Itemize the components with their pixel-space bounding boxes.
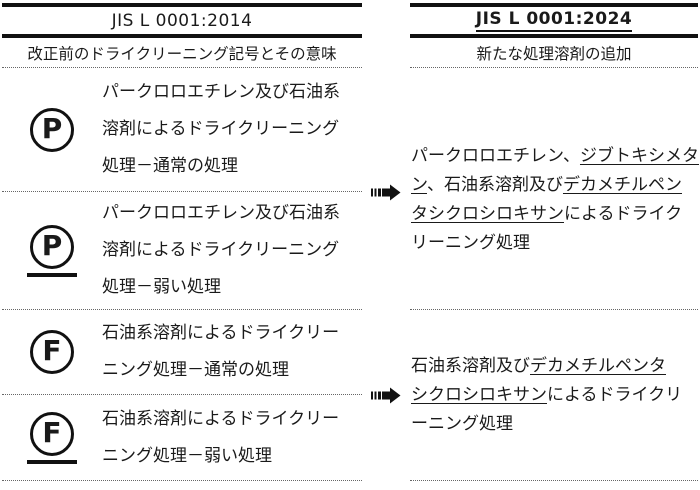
section-p-solvents: パークロロエチレン、ジブトキシメタン、石油系溶剤及びデカメチルペンタシクロシロキ… [410, 68, 699, 310]
left-column-header: JIS L 0001:2014 [2, 3, 362, 38]
care-symbol-f-mild: F [2, 411, 102, 464]
circle-f-icon: F [30, 411, 74, 456]
right-column-subtitle: 新たな処理溶剤の追加 [410, 38, 698, 68]
row-p-mild: P パークロロエチレン及び石油系溶剤によるドライクリーニング処理－弱い処理 [2, 192, 362, 310]
left-column-title: JIS L 0001:2014 [111, 10, 253, 31]
right-column-header: JIS L 0001:2024 [410, 3, 698, 38]
transition-gutter [362, 3, 410, 481]
circle-p-icon: P [30, 224, 74, 269]
symbol-letter: F [42, 334, 62, 367]
circle-p-icon: P [30, 107, 74, 152]
circle-f-icon: F [30, 330, 74, 374]
striped-right-arrow-icon [371, 184, 401, 201]
symbol-description: 石油系溶剤によるドライクリーニング処理－弱い処理 [102, 408, 340, 466]
row-f-normal: F 石油系溶剤によるドライクリーニング処理－通常の処理 [2, 310, 362, 395]
left-column-subtitle: 改正前のドライクリーニング記号とその意味 [2, 38, 362, 68]
section-f-solvents: 石油系溶剤及びデカメチルペンタシクロシロキサンによるドライクリーニング処理 [410, 310, 698, 481]
right-column-title: JIS L 0001:2024 [475, 9, 633, 32]
care-symbol-f-normal: F [2, 330, 102, 374]
new-solvent-description: 石油系溶剤及びデカメチルペンタシクロシロキサンによるドライクリーニング処理 [411, 355, 683, 434]
care-symbol-p-mild: P [2, 224, 102, 277]
symbol-description: 石油系溶剤によるドライクリーニング処理－通常の処理 [102, 323, 340, 380]
symbol-letter: P [41, 111, 63, 145]
mild-process-underline [27, 272, 77, 277]
row-p-normal: P パークロロエチレン及び石油系溶剤によるドライクリーニング処理－通常の処理 [2, 68, 362, 192]
mild-process-underline [27, 459, 77, 464]
symbol-description: パークロロエチレン及び石油系溶剤によるドライクリーニング処理－弱い処理 [102, 203, 340, 297]
striped-right-arrow-icon [371, 387, 401, 404]
care-symbol-p-normal: P [2, 107, 102, 152]
left-column-2014: JIS L 0001:2014 改正前のドライクリーニング記号とその意味 P パ… [2, 3, 362, 481]
symbol-description: パークロロエチレン及び石油系溶剤によるドライクリーニング処理－通常の処理 [102, 82, 340, 176]
symbol-letter: P [41, 228, 63, 262]
new-solvent-description: パークロロエチレン、ジブトキシメタン、石油系溶剤及びデカメチルペンタシクロシロキ… [411, 145, 699, 253]
row-f-mild: F 石油系溶剤によるドライクリーニング処理－弱い処理 [2, 395, 362, 481]
symbol-letter: F [42, 415, 62, 449]
right-column-2024: JIS L 0001:2024 新たな処理溶剤の追加 パークロロエチレン、ジブト… [410, 3, 699, 481]
